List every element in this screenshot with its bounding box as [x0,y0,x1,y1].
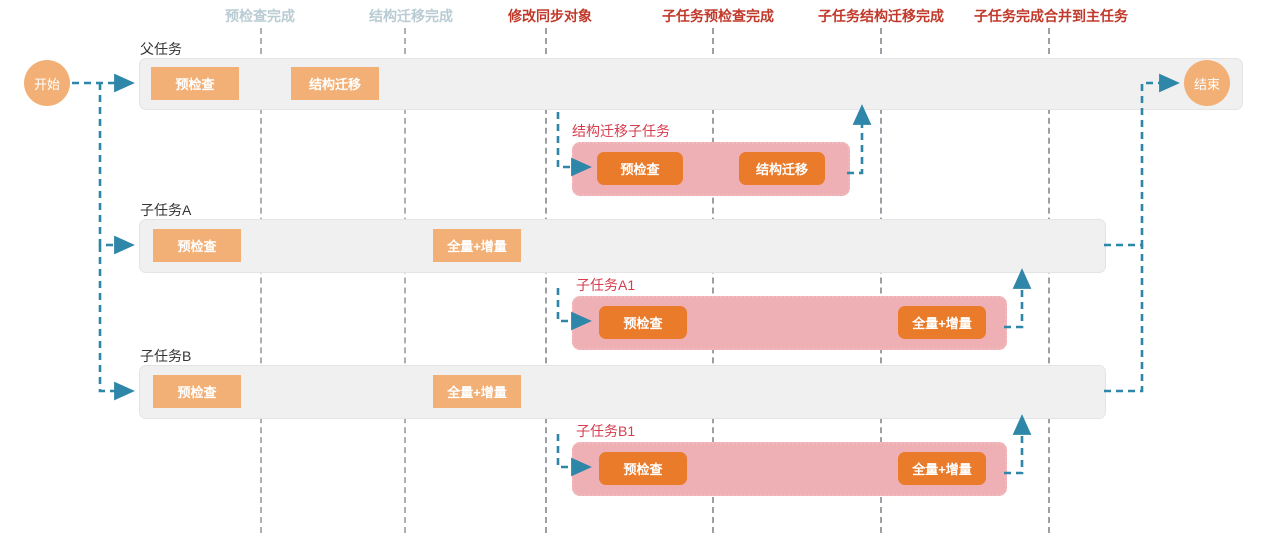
lane-subtask-b: 预检查 全量+增量 [139,365,1106,419]
lane-title-parent-task: 父任务 [140,41,182,57]
subtask-title-subtask-a1: 子任务A1 [576,277,636,293]
milestone-label-structure-done: 结构迁移完成 [369,8,453,24]
lane-title-subtask-b: 子任务B [140,348,192,364]
milestone-label-sub-structure-done: 子任务结构迁移完成 [818,8,944,24]
lane-parent-task: 预检查 结构迁移 [139,58,1243,110]
milestone-label-modify-sync-object: 修改同步对象 [508,8,592,24]
milestone-gridline-sub-structure-done [880,28,882,533]
subtask-title-structure-migration-subtask: 结构迁移子任务 [572,123,670,139]
milestone-label-precheck-done: 预检查完成 [225,8,295,24]
chip-parent-structure-migration[interactable]: 结构迁移 [291,67,379,100]
subtask-box-subtask-b1: 预检查 全量+增量 [572,442,1007,496]
subtask-box-structure-migration-subtask: 预检查 结构迁移 [572,142,850,196]
wire-start-to-subtask-b [98,245,135,401]
chip-a-precheck[interactable]: 预检查 [153,229,241,262]
chip-b1-full-incremental[interactable]: 全量+增量 [898,452,986,485]
chip-b1-precheck[interactable]: 预检查 [599,452,687,485]
lane-title-subtask-a: 子任务A [140,202,192,218]
milestone-label-sub-merge-to-main: 子任务完成合并到主任务 [974,8,1128,24]
chip-a-full-incremental[interactable]: 全量+增量 [433,229,521,262]
terminal-start[interactable]: 开始 [24,60,70,106]
subtask-title-subtask-b1: 子任务B1 [576,423,636,439]
milestone-gridline-precheck-done [260,28,262,533]
chip-sub-structure-migration[interactable]: 结构迁移 [739,152,825,185]
chip-b-precheck[interactable]: 预检查 [153,375,241,408]
milestone-label-sub-precheck-done: 子任务预检查完成 [662,8,774,24]
chip-sub-structure-precheck[interactable]: 预检查 [597,152,683,185]
milestone-gridline-modify-sync-object [545,28,547,533]
chip-b-full-incremental[interactable]: 全量+增量 [433,375,521,408]
chip-a1-precheck[interactable]: 预检查 [599,306,687,339]
chip-parent-precheck[interactable]: 预检查 [151,67,239,100]
subtask-box-subtask-a1: 预检查 全量+增量 [572,296,1007,350]
milestone-gridline-structure-done [404,28,406,533]
lane-subtask-a: 预检查 全量+增量 [139,219,1106,273]
terminal-end[interactable]: 结束 [1184,60,1230,106]
wire-start-to-subtask-a [98,83,135,255]
milestone-gridline-sub-merge-to-main [1048,28,1050,533]
wire-subtask-b-to-collector [1104,245,1144,393]
milestone-gridline-sub-precheck-done [712,28,714,533]
chip-a1-full-incremental[interactable]: 全量+增量 [898,306,986,339]
